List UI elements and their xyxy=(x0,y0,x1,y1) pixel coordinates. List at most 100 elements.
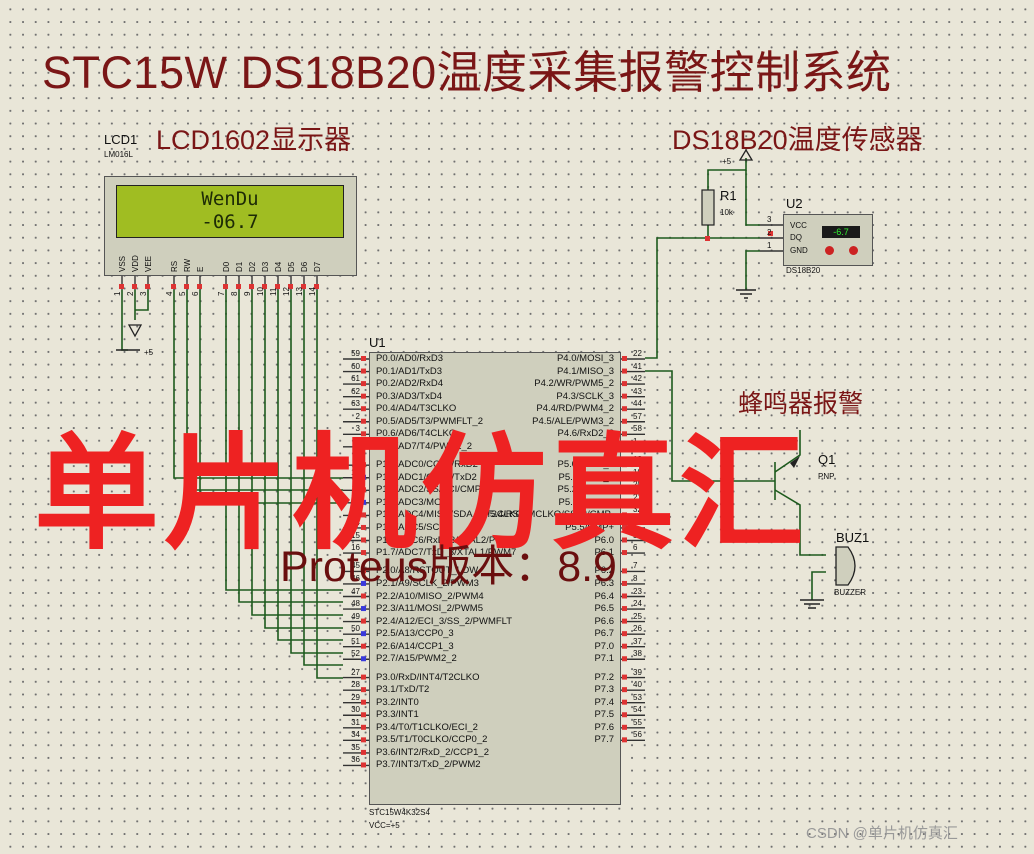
mcu-pin-number: 1 xyxy=(633,436,638,446)
mcu-pin-number: 14 xyxy=(351,517,360,527)
page-title: STC15W DS18B20温度采集报警控制系统 xyxy=(42,47,892,98)
mcu-pin-label: P1.7/ADC7/TxD_3/XTAL1/PWM7 xyxy=(376,547,517,559)
sensor-pin-gnd: GND xyxy=(790,246,808,255)
mcu-pin-label: P5.0/RxD3_2 xyxy=(557,459,614,471)
mcu-pin-number: 21 xyxy=(633,492,642,502)
mcu-pin-number: 3 xyxy=(355,424,360,434)
mcu-pin-label: P2.5/A13/CCP0_3 xyxy=(376,628,454,640)
sensor-pin-dq: DQ xyxy=(790,233,802,242)
mcu-pin-label: P7.3 xyxy=(594,684,614,696)
mcu-pin-label: P0.1/AD1/TxD3 xyxy=(376,365,442,377)
mcu-pin-number: 46 xyxy=(351,573,360,583)
mcu-pin-number: 52 xyxy=(351,649,360,659)
mcu-pin-number: 50 xyxy=(351,624,360,634)
mcu-component[interactable] xyxy=(369,352,621,805)
mcu-pin-label: P4.3/SCLK_3 xyxy=(556,390,614,402)
mcu-pin-label: P5.3/TxD4_2 xyxy=(558,496,614,508)
mcu-pin-number: 27 xyxy=(351,667,360,677)
lcd-pin-name: D5 xyxy=(287,261,296,272)
mcu-pin-label: P3.2/INT0 xyxy=(376,696,419,708)
mcu-pin-label: P0.6/AD6/T4CLKO xyxy=(376,428,457,440)
sensor-reading: -6.7 xyxy=(822,226,860,238)
sensor-pin-num-2: 2 xyxy=(767,228,772,237)
lcd-pin-name: E xyxy=(196,266,205,272)
mcu-pin-number: 43 xyxy=(633,386,642,396)
mcu-pin-number: 62 xyxy=(351,386,360,396)
mcu-pin-label: P1.2/ADC2/SS/ECI/CMPO xyxy=(376,484,489,496)
mcu-pin-label: P3.4/T0/T1CLKO/ECI_2 xyxy=(376,721,478,733)
buzzer-component[interactable] xyxy=(826,550,838,580)
proteus-version: Proteus版本：8.9 xyxy=(280,543,617,591)
buzzer-ref: BUZ1 xyxy=(836,530,870,545)
mcu-pin-number: 40 xyxy=(633,680,642,690)
lcd-pin-number: 10 xyxy=(256,287,265,296)
mcu-pin-number: 23 xyxy=(633,586,642,596)
lcd-ref: LCD1 xyxy=(104,132,138,147)
mcu-pin-label: P6.6 xyxy=(594,615,614,627)
lcd-pin-number: 11 xyxy=(269,287,278,296)
lcd-pin-name: RW xyxy=(183,258,192,272)
lcd-pin-number: 6 xyxy=(191,291,200,296)
resistor-ref: R1 xyxy=(720,188,737,203)
mcu-pin-label: P2.3/A11/MOSI_2/PWM5 xyxy=(376,603,484,615)
mcu-pin-number: 11 xyxy=(351,480,360,490)
mcu-pin-number: 36 xyxy=(351,755,360,765)
lcd-pin-name: D4 xyxy=(274,261,283,272)
lcd-pin-number: 12 xyxy=(282,287,291,296)
sensor-down-button[interactable] xyxy=(825,246,834,255)
mcu-pin-label: P4.1/MISO_3 xyxy=(556,365,614,377)
mcu-pin-number: 58 xyxy=(633,424,642,434)
resistor-value: 10k xyxy=(720,208,733,217)
mcu-pin-number: 54 xyxy=(633,705,642,715)
mcu-pin-number: 47 xyxy=(351,586,360,596)
mcu-pin-label: P0.4/AD4/T3CLKO xyxy=(376,403,457,415)
mcu-pin-label: P5.1/TxD3_2 xyxy=(558,471,614,483)
buzzer-model: BUZZER xyxy=(834,588,866,597)
mcu-pin-label: P6.5 xyxy=(594,603,614,615)
mcu-pin-label: P6.4 xyxy=(594,590,614,602)
mcu-pin-label: P3.1/TxD/T2 xyxy=(376,684,430,696)
mcu-pin-number: 42 xyxy=(633,374,642,384)
mcu-pin-label: P1.5/ADC5/SCLK xyxy=(376,521,451,533)
mcu-pin-label: P1.1/ADC1/CCP0/TxD2 xyxy=(376,471,477,483)
mcu-pin-number: 29 xyxy=(351,692,360,702)
lcd-line-1: WenDu xyxy=(201,188,259,210)
mcu-pin-label: P1.0/ADC0/CCP1/RxD2 xyxy=(376,459,478,471)
mcu-pin-number: 18 xyxy=(633,455,642,465)
mcu-pin-number: 28 xyxy=(351,680,360,690)
mcu-pin-number: 13 xyxy=(351,505,360,515)
ds18b20-component[interactable] xyxy=(783,214,873,266)
lcd-pin-number: 5 xyxy=(178,291,187,296)
sensor-up-button[interactable] xyxy=(849,246,858,255)
mcu-pin-label: P2.4/A12/ECI_3/SS_2/PWMFLT xyxy=(376,615,513,627)
mcu-pin-label: P2.1/A9/SCLK_2/PWM3 xyxy=(376,577,479,589)
sensor-ref: U2 xyxy=(786,196,803,211)
mcu-pin-label: P6.3 xyxy=(594,577,614,589)
mcu-pin-label: P7.4 xyxy=(594,696,614,708)
mcu-pin-label: P2.6/A14/CCP1_3 xyxy=(376,640,454,652)
sensor-pin-vcc: VCC xyxy=(790,221,807,230)
lcd-pin-number: 7 xyxy=(217,291,226,296)
mcu-pin-number: 6 xyxy=(633,543,638,553)
mcu-pin-label: P2.7/A15/PWM2_2 xyxy=(376,653,457,665)
mcu-pin-number: 51 xyxy=(351,636,360,646)
mcu-pin-number: 59 xyxy=(351,349,360,358)
mcu-pin-label: P0.5/AD5/T3/PWMFLT_2 xyxy=(376,415,483,427)
mcu-pin-number: 34 xyxy=(351,730,360,740)
lcd-line-2: -06.7 xyxy=(201,211,259,233)
mcu-pin-label: P5.5/CMP+ xyxy=(565,521,614,533)
mcu-pin-number: 48 xyxy=(351,599,360,609)
mcu-pin-label: P1.6/ADC6/RxD_3/XTAL2/PWM6 xyxy=(376,534,518,546)
lcd-pin-name: D1 xyxy=(235,261,244,272)
mcu-pin-label: P2.0/A8/RSTOUT_LOW xyxy=(376,565,479,577)
mcu-pin-label: P4.0/MOSI_3 xyxy=(556,353,614,364)
mcu-pin-number: 30 xyxy=(351,705,360,715)
mcu-pin-number: 25 xyxy=(633,611,642,621)
lcd-power-label: +5 xyxy=(144,348,154,357)
mcu-pin-number: 37 xyxy=(633,636,642,646)
mcu-pin-number: 56 xyxy=(633,730,642,740)
mcu-pin-number: 63 xyxy=(351,399,360,409)
mcu-pin-number: 16 xyxy=(351,543,360,553)
lcd-pin-number: 8 xyxy=(230,291,239,296)
